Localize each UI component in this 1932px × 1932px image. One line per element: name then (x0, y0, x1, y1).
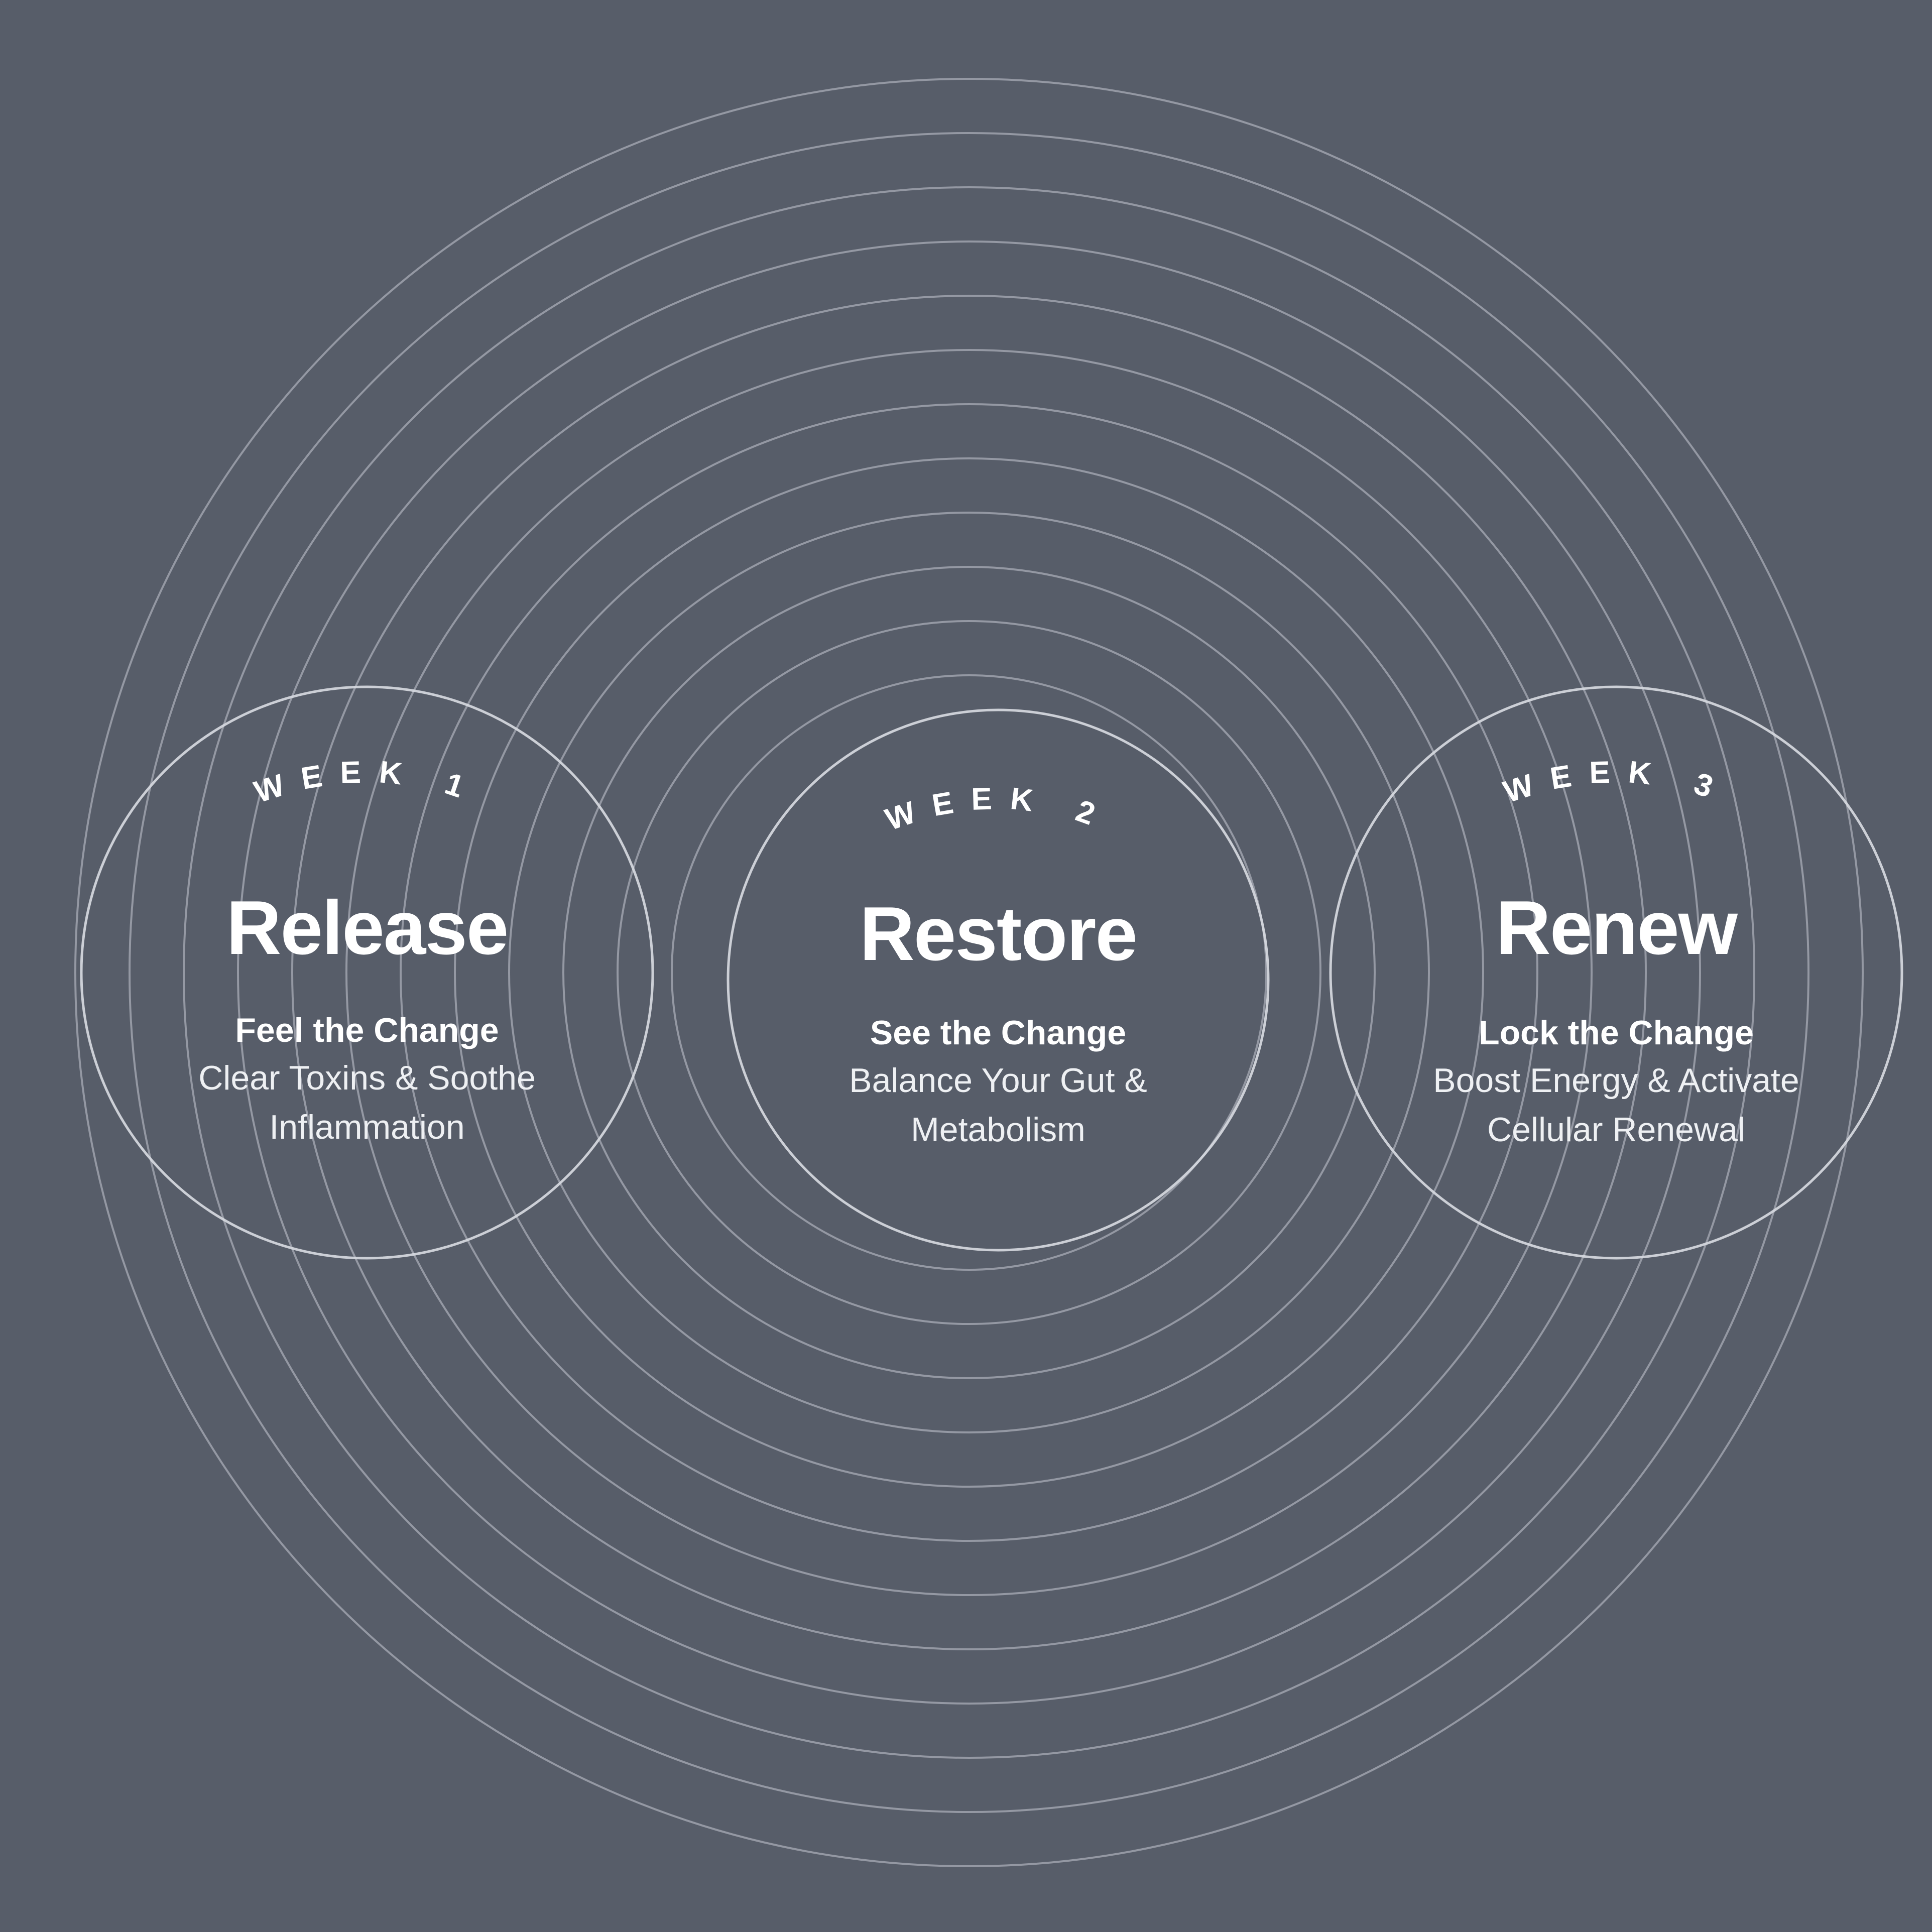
week-2-subtitle-line-2: Metabolism (911, 1111, 1085, 1149)
background-ring (183, 186, 1755, 1759)
week-2-headline: See the Change (870, 1014, 1126, 1052)
week-3-circle-outline (1329, 685, 1903, 1260)
background-ring (454, 457, 1484, 1488)
week-1-eyebrow: WEEK 1 (250, 755, 484, 810)
week-2-subtitle-line-1: Balance Your Gut & (849, 1061, 1147, 1100)
week-3-subtitle-line-1: Boost Energy & Activate (1433, 1061, 1799, 1100)
background-ring (562, 566, 1376, 1379)
week-3-eyebrow-text: WEEK 3 (1499, 755, 1716, 810)
week-2-eyebrow: WEEK 2 (881, 781, 1116, 838)
background-ring (617, 620, 1321, 1325)
week-3-headline: Lock the Change (1479, 1014, 1754, 1052)
week-1-headline: Feel the Change (235, 1011, 499, 1049)
week-1-circle-outline (80, 685, 654, 1260)
week-1-eyebrow-text: WEEK 1 (250, 755, 467, 810)
background-ring (671, 674, 1267, 1271)
week-3-eyebrow: WEEK 3 (1499, 755, 1733, 810)
week-2-title: Restore (860, 891, 1137, 977)
background-ring (129, 132, 1809, 1813)
background-ring (400, 403, 1538, 1542)
background-ring (508, 512, 1430, 1433)
week-3-subtitle-line-2: Cellular Renewal (1487, 1111, 1745, 1149)
week-1-subtitle-line-2: Inflammation (269, 1108, 464, 1146)
week-1-title: Release (226, 885, 508, 971)
background-ring (237, 240, 1701, 1705)
background-ring (345, 349, 1593, 1596)
concentric-rings (74, 78, 1864, 1867)
week-node-2[interactable]: WEEK 2 Restore See the Change Balance Yo… (727, 708, 1270, 1252)
week-node-3[interactable]: WEEK 3 Renew Lock the Change Boost Energ… (1329, 685, 1903, 1260)
week-2-circle-outline (727, 708, 1270, 1252)
week-2-eyebrow-text: WEEK 2 (881, 781, 1099, 838)
week-1-subtitle-line-1: Clear Toxins & Soothe (198, 1059, 536, 1097)
background-ring (291, 295, 1647, 1650)
background-ring (74, 78, 1864, 1867)
week-3-title: Renew (1496, 885, 1738, 971)
week-node-1[interactable]: WEEK 1 Release Feel the Change Clear Tox… (80, 685, 654, 1260)
